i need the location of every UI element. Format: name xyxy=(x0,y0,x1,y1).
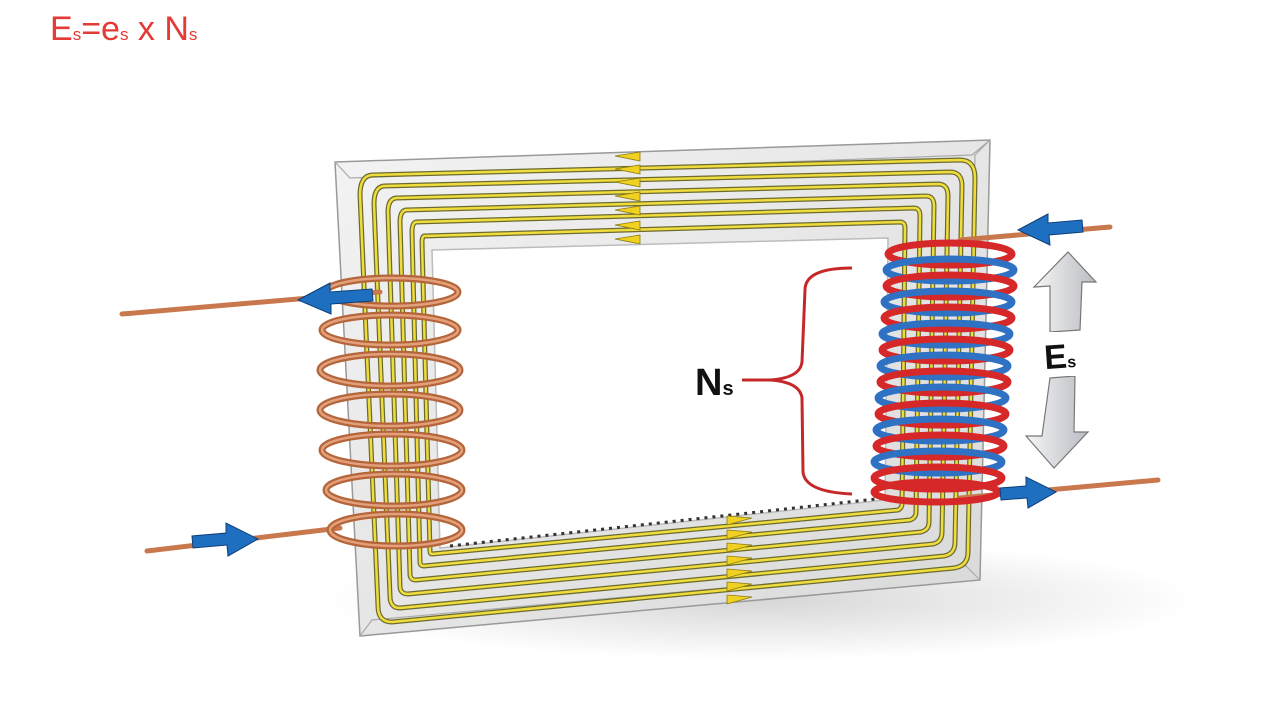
core-window xyxy=(431,237,889,549)
ns-brace xyxy=(742,266,853,496)
ns-label: Ns xyxy=(695,362,734,404)
formula-label: Es=es x Ns xyxy=(50,10,198,48)
es-label: Es xyxy=(1043,337,1077,377)
es-arrow-up-icon xyxy=(1032,251,1098,333)
secondary-current-arrow-bottom-icon xyxy=(999,476,1058,509)
es-voltage-arrow: Es xyxy=(1024,251,1098,469)
transformer-core xyxy=(334,139,991,637)
es-arrow-down-icon xyxy=(1024,375,1090,469)
primary-current-arrow-in-icon xyxy=(191,522,260,557)
core-bottom-dots xyxy=(449,496,886,548)
es-label-bg xyxy=(1042,332,1084,376)
primary-current-arrow-out-icon xyxy=(296,282,374,315)
magnetic-flux-lines xyxy=(357,157,978,625)
flux-arrows-top xyxy=(614,151,641,245)
secondary-current-arrow-top-icon xyxy=(1016,213,1084,246)
secondary-winding xyxy=(870,213,1161,509)
primary-winding xyxy=(119,274,466,557)
flux-arrows-bottom xyxy=(726,515,753,605)
